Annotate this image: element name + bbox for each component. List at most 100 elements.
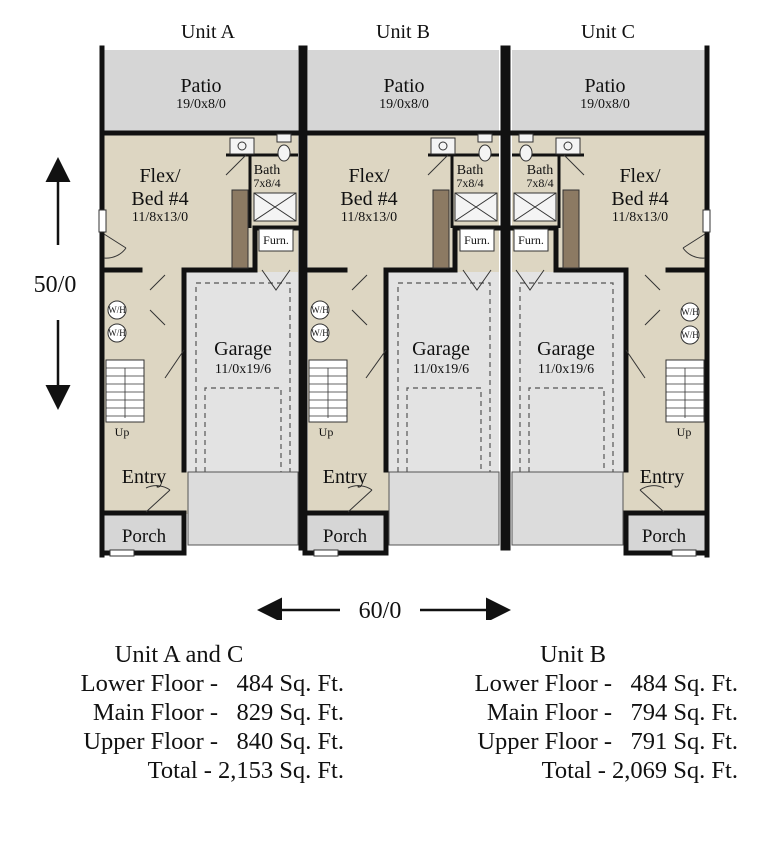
furnace-c [513,228,549,252]
row-label: Lower Floor - [474,670,613,697]
wh-a1-label: W/H [108,305,126,315]
water-heater-a1 [107,300,127,320]
entry-a-name: Entry [122,466,166,488]
water-heater-b2 [310,323,330,343]
counter-b [432,189,450,269]
summary-row: Total - 2,153 Sq. Ft. [14,756,344,785]
door-garage-c [625,349,646,379]
row-value: 484 Sq. Ft. [236,670,344,697]
door-flex-c [682,233,706,259]
unit-a-title: Unit A [181,21,235,43]
floor-plan: Patio 19/0x8/0 Patio 19/0x8/0 Patio 19/0… [34,45,711,620]
garage-b-size: 11/0x19/6 [413,362,469,377]
wh-b1-label: W/H [311,305,329,315]
door-garage-b [365,349,387,379]
toilet-b [478,144,492,162]
door-entry-c [639,485,665,513]
entry-c-name: Entry [640,466,684,488]
unit-b-title: Unit B [376,21,430,43]
garage-a-outline [195,282,291,472]
bath-a-name: Bath [254,163,280,178]
row-value: 484 Sq. Ft. [630,670,738,697]
porch-a [104,514,182,552]
patio-a-size: 19/0x8/0 [176,97,226,112]
wh-b2-label: W/H [311,328,329,338]
flex-b-name2: Bed #4 [340,188,397,210]
garage-b-outline [397,282,491,472]
garage-a-floor [186,272,298,472]
row-label: Total - 2,153 Sq. Ft. [147,757,344,784]
garage-a-name: Garage [214,338,272,360]
summary-row: Main Floor - 829 Sq. Ft. [14,698,344,727]
wh-a2-label: W/H [108,328,126,338]
door-garage-a [164,349,185,379]
stairs-c-label: Up [677,425,692,439]
wh-c1-label: W/H [681,307,699,317]
flex-c-size: 11/8x13/0 [612,210,668,225]
patio-a-name: Patio [180,75,221,97]
stairs-b-label: Up [319,425,334,439]
window-c [702,209,711,233]
driveway-b [388,471,500,546]
porch-c [627,514,705,552]
unit-c-title: Unit C [581,21,635,43]
flex-b-name1: Flex/ [348,165,390,187]
furnace-b-label: Furn. [464,233,490,247]
summary-unit-b: Unit B Lower Floor - 484 Sq. Ft. Main Fl… [408,640,738,785]
patio-b [308,50,499,132]
row-value: 840 Sq. Ft. [236,728,344,755]
stairs-a-label: Up [115,425,130,439]
toilet-a [277,144,291,162]
door-bath-b [427,154,449,176]
door-furn-a [261,269,291,291]
bath-b-name: Bath [457,163,483,178]
garage-c-name: Garage [537,338,595,360]
bath-b-size: 7x8/4 [456,176,483,190]
furnace-a [258,228,294,252]
door-entry-b [347,485,373,513]
row-label: Upper Floor - [477,728,613,755]
flex-a-name2: Bed #4 [131,188,188,210]
furnace-c-label: Furn. [518,233,544,247]
garage-c-size: 11/0x19/6 [538,362,594,377]
row-value: 794 Sq. Ft. [630,699,738,726]
summary-row: Main Floor - 794 Sq. Ft. [408,698,738,727]
row-value: 829 Sq. Ft. [236,699,344,726]
garage-c-floor [512,272,624,472]
furnace-a-label: Furn. [263,233,289,247]
water-heater-a2 [107,323,127,343]
driveway-a [187,471,299,546]
summary-row: Upper Floor - 840 Sq. Ft. [14,727,344,756]
door-furn-c [515,269,545,291]
patio-c-size: 19/0x8/0 [580,97,630,112]
depth-dimension: 50/0 [34,272,77,298]
closet-doors-c [644,274,661,326]
furnace-b [459,228,495,252]
flex-a-size: 11/8x13/0 [132,210,188,225]
water-heater-c2 [680,325,700,345]
row-label: Lower Floor - [80,670,219,697]
door-furn-b [462,269,492,291]
window-a [98,209,107,233]
door-flex-a [103,233,127,259]
summary-b-title: Unit B [539,641,607,668]
flex-c-name1: Flex/ [619,165,661,187]
row-label: Upper Floor - [83,728,219,755]
garage-c-outline [519,282,614,472]
flex-a-name1: Flex/ [139,165,181,187]
bath-c-name: Bath [527,163,553,178]
flex-b-size: 11/8x13/0 [341,210,397,225]
counter-a [231,189,249,269]
driveway-c [511,471,624,546]
garage-b-name: Garage [412,338,470,360]
flex-c-name2: Bed #4 [611,188,668,210]
summary-a-c-title: Unit A and C [114,641,244,668]
patio-b-size: 19/0x8/0 [379,97,429,112]
toilet-c [519,144,533,162]
closet-doors-a [149,274,166,326]
summary-row: Lower Floor - 484 Sq. Ft. [14,669,344,698]
row-label: Main Floor - [92,699,219,726]
water-heater-b1 [310,300,330,320]
row-value: 791 Sq. Ft. [630,728,738,755]
patio-c-name: Patio [584,75,625,97]
